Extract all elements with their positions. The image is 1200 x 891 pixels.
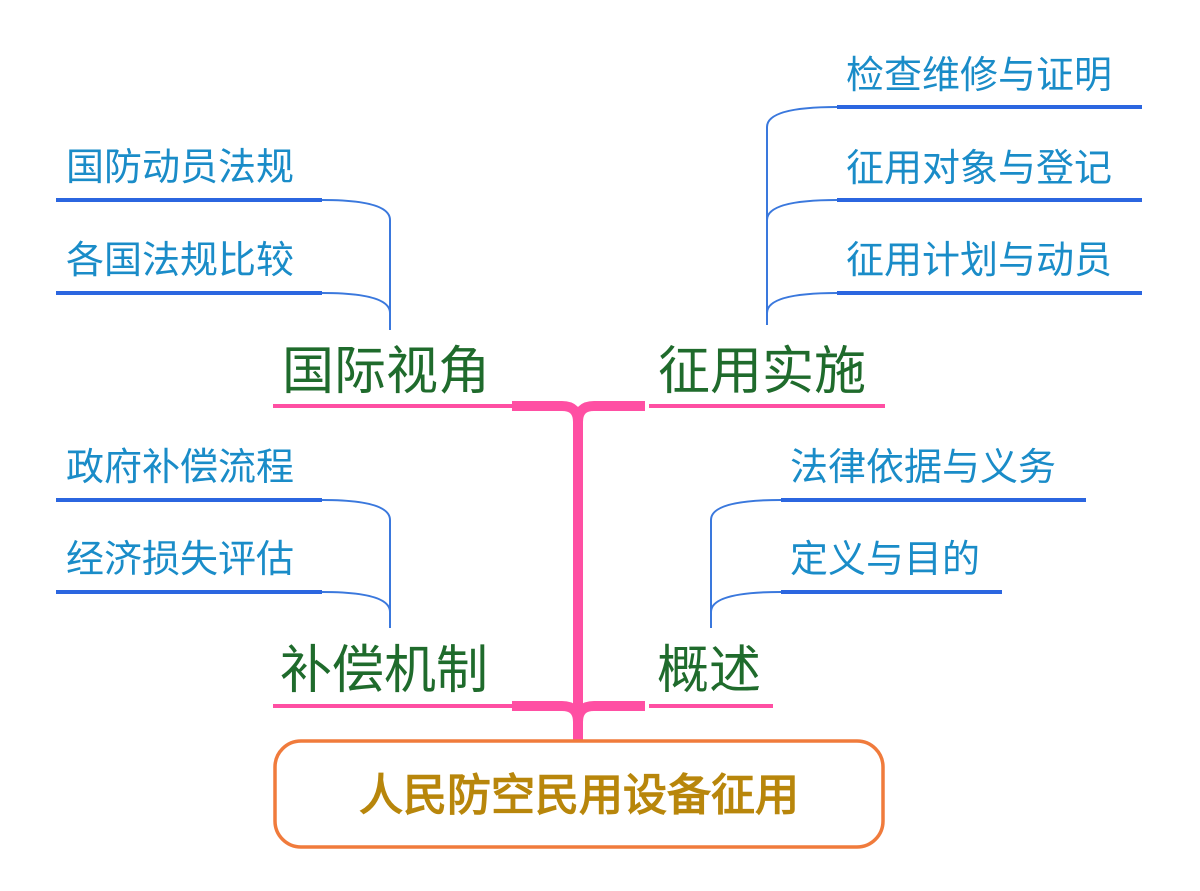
leaf-intl-1[interactable]: 国防动员法规 bbox=[56, 145, 322, 202]
leaf-overview-1-label: 法律依据与义务 bbox=[790, 445, 1056, 489]
root-node[interactable]: 人民防空民用设备征用 bbox=[273, 739, 885, 849]
branch-impl-connector bbox=[766, 106, 838, 325]
leaf-impl-3[interactable]: 征用计划与动员 bbox=[837, 238, 1142, 295]
leaf-comp-2[interactable]: 经济损失评估 bbox=[56, 537, 322, 594]
trunk bbox=[512, 401, 645, 742]
branch-intl-connector bbox=[321, 199, 391, 330]
leaf-comp-2-label: 经济损失评估 bbox=[66, 537, 294, 581]
branch-comp-label: 补偿机制 bbox=[280, 641, 488, 701]
branch-impl[interactable]: 征用实施 检查维修与证明 征用对象与登记 征用计划与动员 bbox=[649, 53, 1142, 408]
branch-overview-connector bbox=[710, 499, 782, 628]
leaf-impl-1[interactable]: 检查维修与证明 bbox=[837, 53, 1142, 109]
leaf-impl-2-label: 征用对象与登记 bbox=[846, 146, 1112, 190]
trunk-top-bar bbox=[512, 401, 645, 423]
leaf-overview-1[interactable]: 法律依据与义务 bbox=[781, 445, 1086, 502]
leaf-comp-1-label: 政府补偿流程 bbox=[66, 445, 294, 489]
branch-intl-label: 国际视角 bbox=[282, 342, 490, 402]
leaf-intl-2-label: 各国法规比较 bbox=[66, 238, 294, 282]
leaf-overview-2-label: 定义与目的 bbox=[790, 537, 980, 581]
leaf-overview-2[interactable]: 定义与目的 bbox=[781, 537, 1002, 594]
branch-impl-label: 征用实施 bbox=[658, 342, 866, 402]
branch-intl[interactable]: 国际视角 国防动员法规 各国法规比较 bbox=[56, 145, 512, 408]
branch-comp-connector bbox=[321, 499, 391, 628]
trunk-lower-bar bbox=[512, 701, 645, 723]
leaf-impl-2[interactable]: 征用对象与登记 bbox=[837, 146, 1142, 202]
branch-overview[interactable]: 概述 法律依据与义务 定义与目的 bbox=[649, 445, 1086, 708]
leaf-impl-1-label: 检查维修与证明 bbox=[846, 53, 1112, 97]
root-node-label: 人民防空民用设备征用 bbox=[359, 770, 799, 821]
root-node-box bbox=[273, 739, 885, 849]
branch-comp[interactable]: 补偿机制 政府补偿流程 经济损失评估 bbox=[56, 445, 512, 708]
leaf-intl-2[interactable]: 各国法规比较 bbox=[56, 238, 322, 295]
branch-overview-label: 概述 bbox=[657, 641, 761, 701]
leaf-impl-3-label: 征用计划与动员 bbox=[846, 238, 1112, 282]
leaf-intl-1-label: 国防动员法规 bbox=[66, 145, 294, 189]
leaf-comp-1[interactable]: 政府补偿流程 bbox=[56, 445, 322, 502]
